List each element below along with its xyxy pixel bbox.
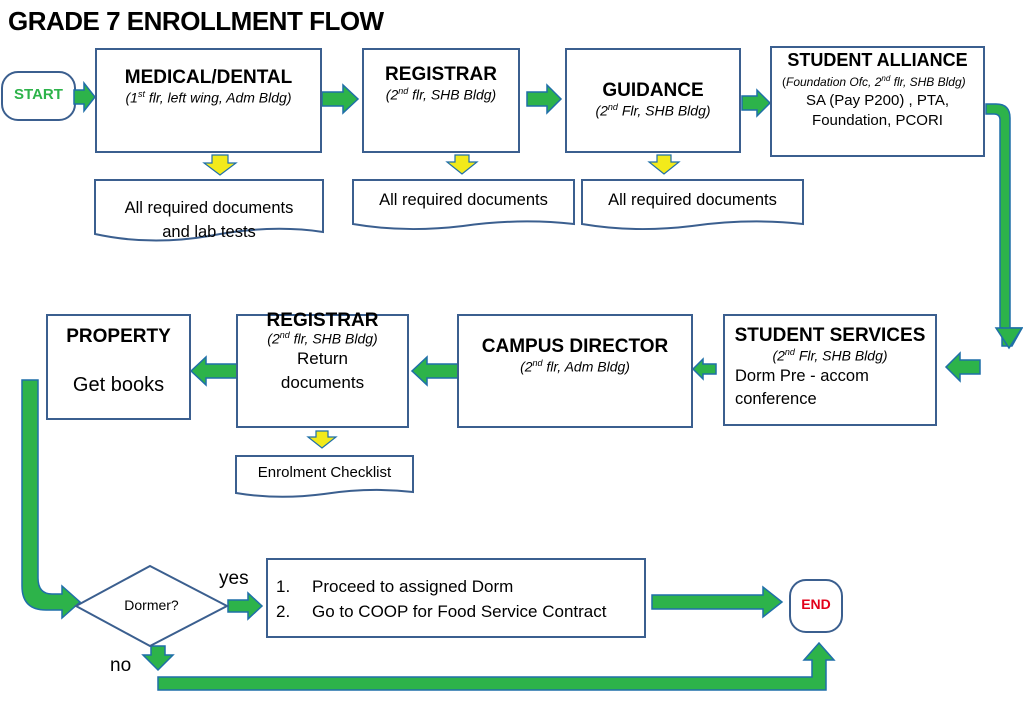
dorm-step-item: 1.Proceed to assigned Dorm (276, 577, 514, 596)
node-body-line: conference (735, 389, 817, 408)
arrow-registrar-guidance (526, 83, 563, 115)
arrow-guidance-alliance (741, 88, 772, 118)
node-title: MEDICAL/DENTAL (124, 67, 293, 88)
node-location: (1st flr, left wing, Adm Bldg) (125, 89, 292, 106)
node-body-line: Get books (72, 374, 165, 396)
end-label: END (801, 596, 831, 612)
doc-shape-registrar (352, 179, 575, 231)
node-location: (2nd Flr, SHB Bldg) (595, 102, 711, 119)
node-body-line: Foundation, PCORI (812, 112, 943, 129)
doc-shape-guidance (581, 179, 804, 231)
arrow-decision-yes (227, 591, 264, 621)
decision-diamond (73, 564, 230, 648)
node-location: (2nd flr, SHB Bldg) (385, 86, 497, 103)
node-title: REGISTRAR (266, 310, 379, 331)
doc-enrolment-checklist: Enrolment Checklist (257, 464, 392, 481)
doc-registrar: All required documents (379, 191, 548, 209)
node-title: STUDENT ALLIANCE (787, 50, 968, 70)
node-student-services: STUDENT SERVICES (2nd Flr, SHB Bldg) Dor… (723, 314, 937, 426)
doc-arrow-guidance (647, 154, 681, 175)
node-body-line: Return (296, 348, 349, 368)
node-title: GUIDANCE (602, 80, 704, 101)
doc-shape-medical (94, 179, 324, 242)
node-title: PROPERTY (66, 326, 171, 347)
node-student-alliance: STUDENT ALLIANCE (Foundation Ofc, 2nd fl… (770, 46, 985, 157)
end-terminator (789, 579, 843, 633)
node-title: CAMPUS DIRECTOR (481, 336, 669, 357)
arrow-director-registrar2 (410, 355, 459, 387)
arrow-into-services (944, 351, 981, 383)
dorm-step-item: 2.Go to COOP for Food Service Contract (276, 602, 607, 621)
arrow-medical-registrar (321, 83, 360, 115)
arrow-no-to-end (157, 641, 836, 691)
node-body-line: documents (280, 372, 365, 392)
node-body-line: Dorm Pre - accom (735, 366, 869, 385)
node-location: (2nd flr, SHB Bldg) (267, 330, 378, 347)
arrow-alliance-services (985, 103, 1023, 347)
arrow-services-director (691, 357, 717, 381)
doc-arrow-medical (202, 154, 238, 176)
doc-arrow-registrar (445, 154, 479, 175)
arrow-registrar2-property (189, 355, 239, 387)
node-property: PROPERTY Get books (46, 314, 191, 420)
page-title: GRADE 7 ENROLLMENT FLOW (8, 6, 384, 36)
decision-no-label: no (110, 655, 132, 676)
start-label: START (14, 86, 63, 103)
node-location: (Foundation Ofc, 2nd flr, SHB Bldg) (782, 74, 966, 89)
node-body-line: SA (Pay P200) , PTA, (805, 92, 950, 109)
node-registrar-return: REGISTRAR (2nd flr, SHB Bldg) Return doc… (236, 310, 409, 428)
node-title: REGISTRAR (385, 64, 497, 85)
node-medical-dental: MEDICAL/DENTAL (1st flr, left wing, Adm … (95, 48, 322, 153)
doc-arrow-checklist (306, 430, 338, 449)
arrow-steps-end (651, 585, 784, 619)
node-registrar: REGISTRAR (2nd flr, SHB Bldg) (362, 48, 520, 153)
node-location: (2nd flr, Adm Bldg) (520, 358, 630, 375)
node-title: STUDENT SERVICES (734, 325, 926, 346)
node-location: (2nd Flr, SHB Bldg) (772, 347, 888, 364)
arrow-start-medical (73, 80, 96, 114)
arrow-property-decision (21, 379, 82, 620)
dorm-steps-box: 1.Proceed to assigned Dorm 2.Go to COOP … (266, 558, 646, 638)
node-campus-director: CAMPUS DIRECTOR (2nd flr, Adm Bldg) (457, 314, 693, 428)
decision-yes-label: yes (219, 568, 249, 589)
doc-guidance: All required documents (608, 191, 777, 209)
decision-label: Dormer? (124, 597, 179, 613)
arrow-decision-no (141, 645, 175, 672)
doc-shape-checklist (235, 455, 414, 498)
node-guidance: GUIDANCE (2nd Flr, SHB Bldg) (565, 48, 741, 153)
